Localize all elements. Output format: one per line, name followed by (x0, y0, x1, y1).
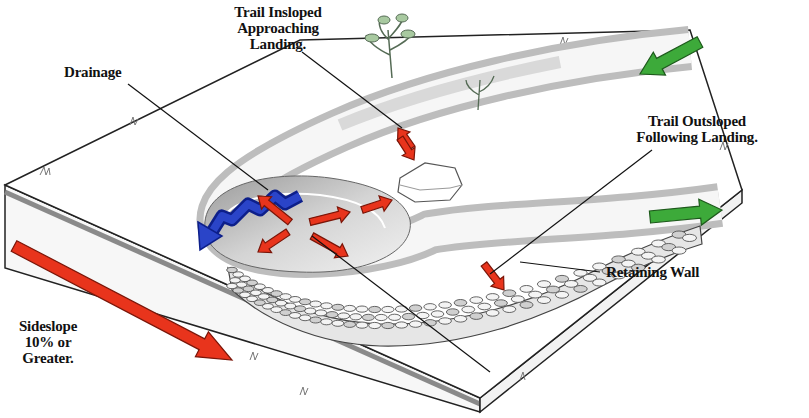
leader-line (302, 52, 402, 128)
wall-stone (382, 306, 394, 312)
wall-stone (462, 306, 475, 313)
wall-stone (310, 317, 322, 323)
wall-stone (511, 296, 524, 303)
wall-stone (486, 310, 499, 317)
plant-leaf (401, 30, 415, 38)
wall-stone (395, 322, 407, 328)
inslope-arrow (397, 136, 415, 160)
leader-line (520, 262, 600, 272)
callout-label: Drainage (64, 64, 144, 80)
callout-label: Trail Outsloped Following Landing. (618, 113, 776, 145)
plant-leaf (378, 16, 390, 24)
wall-stone (356, 322, 368, 328)
wall-stone (503, 290, 516, 297)
wall-stone (503, 306, 516, 313)
wall-stone (369, 306, 381, 312)
wall-stone (344, 305, 356, 311)
hillside-top-face (5, 30, 742, 398)
wall-stone (305, 308, 316, 314)
wall-stone (439, 302, 452, 308)
wall-stone (446, 309, 459, 315)
wall-stone (310, 301, 322, 307)
wall-stone (454, 316, 467, 323)
wall-stone (369, 322, 381, 328)
landing-pad (205, 176, 411, 272)
wall-stone (520, 302, 533, 309)
plant (366, 16, 414, 78)
retaining-wall-band (228, 226, 702, 346)
plant (466, 76, 494, 110)
wall-stone (402, 313, 414, 319)
wall-stone (332, 304, 344, 310)
wall-stone (683, 234, 697, 241)
wall-stone (299, 315, 310, 321)
wall-stone (431, 311, 444, 317)
wall-stone (321, 303, 333, 309)
wall-stone (321, 319, 333, 325)
wall-stone (424, 304, 436, 310)
flow-arrows (11, 37, 722, 360)
wall-stone (389, 314, 401, 320)
wall-stone (362, 314, 374, 320)
wall-stone (555, 291, 568, 298)
landing-drain-arrow (309, 207, 350, 226)
wall-stone (409, 305, 421, 311)
plant-leaf (396, 14, 408, 22)
wall-stone (356, 306, 368, 312)
landing-drain-arrow (258, 196, 292, 225)
trail-direction-arrow (640, 37, 703, 75)
wall-stone (409, 321, 421, 327)
trail-shading (340, 62, 560, 125)
wall-stone (315, 310, 327, 316)
drainage-arrowhead (198, 222, 222, 250)
wall-stone (574, 286, 587, 293)
wall-stone (338, 313, 350, 319)
callout-label: Trail Insloped Approaching Landing. (222, 4, 334, 52)
drainage-flow-inner (212, 196, 300, 232)
wall-stone (299, 299, 310, 305)
wall-stone (593, 279, 606, 286)
callout-label: Sideslope 10% or Greater. (10, 318, 86, 366)
wall-stone (652, 256, 666, 263)
boulder (398, 163, 462, 202)
landing-drain-arrow (258, 229, 290, 253)
wall-stone (454, 300, 467, 307)
wall-stone (470, 313, 483, 320)
callout-label: Retaining Wall (606, 264, 756, 280)
wall-stone (672, 247, 686, 254)
boulder-edge (400, 185, 462, 190)
trail-direction-arrow (649, 199, 722, 225)
wall-stone (294, 306, 305, 312)
leader-line (128, 84, 268, 190)
drainage-flow (212, 196, 300, 232)
wall-stone (344, 321, 356, 327)
wall-stone (350, 314, 362, 320)
landing-drain-arrow (310, 233, 348, 258)
wall-stone (494, 300, 507, 307)
leader-line (312, 236, 490, 372)
wall-stone (520, 286, 533, 293)
wall-stone (326, 312, 338, 318)
wall-stone (486, 294, 499, 301)
landing-drain-arrow (361, 196, 392, 213)
wall-stone (470, 297, 483, 304)
wall-stone (478, 303, 491, 310)
plant-leaf (365, 34, 379, 42)
grass-tufts (40, 37, 728, 395)
wall-stone (332, 320, 344, 326)
wall-stone (537, 297, 550, 304)
leader-line (490, 150, 652, 274)
wall-stone (382, 322, 394, 328)
wall-stone (395, 306, 407, 312)
wall-stone (375, 314, 387, 320)
wall-stone (439, 318, 452, 324)
